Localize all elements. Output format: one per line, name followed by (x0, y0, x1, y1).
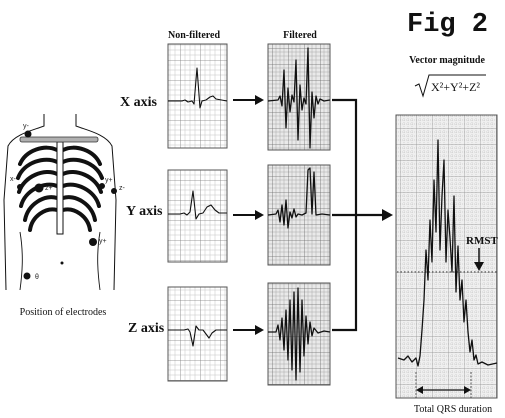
clavicle-bar (20, 137, 98, 142)
electrode-label-y-minus: y- (23, 123, 30, 130)
electrode-label-z-minus: z- (119, 185, 126, 192)
z-filtered-panel (268, 283, 330, 385)
x-filter-arrow (233, 95, 264, 105)
z-non-filtered-panel (168, 287, 227, 381)
figure-label: Fig 2 (407, 10, 488, 40)
non-filtered-heading: Non-filtered (168, 30, 220, 41)
electrode-x-minus (17, 184, 23, 190)
torso-diagram: y- x- z+ y+ z- y+ θ (4, 114, 126, 290)
filtered-heading: Filtered (283, 30, 317, 41)
electrode-label-z-plus: z+ (45, 185, 53, 192)
electrode-label-x-minus: x- (10, 176, 17, 183)
vector-magnitude-panel (396, 115, 497, 398)
y-filter-arrow (233, 210, 264, 220)
qrs-duration-label: Total QRS duration (414, 404, 492, 415)
electrode-label-y-plus-lower: y+ (99, 238, 107, 245)
waist-left (20, 232, 22, 290)
rmst-label: RMST (466, 235, 498, 247)
y-non-filtered-panel (168, 170, 227, 262)
y-axis-label: Y axis (126, 204, 163, 219)
electrode-label-theta: θ (35, 274, 39, 281)
electrode-reference (24, 273, 31, 280)
electrode-z-plus (35, 184, 44, 193)
sternum (57, 142, 63, 234)
x-filtered-panel (268, 44, 330, 150)
electrode-y-minus (25, 131, 32, 138)
electrode-mark-center (61, 262, 64, 265)
x-non-filtered-panel (168, 44, 227, 148)
z-filter-arrow (233, 325, 264, 335)
y-filtered-panel (268, 165, 330, 265)
rib-cage-right (63, 148, 102, 230)
electrode-label-y-plus-upper: y+ (105, 177, 113, 184)
electrode-z-minus (111, 188, 117, 194)
vector-magnitude-title: Vector magnitude (409, 55, 485, 66)
x-axis-label: X axis (120, 95, 158, 110)
combine-arrow (332, 209, 393, 221)
electrode-y-plus-lower (89, 238, 97, 246)
vector-magnitude-formula: X²+Y²+Z² (431, 80, 480, 94)
electrode-caption: Position of electrodes (20, 307, 107, 318)
z-axis-label: Z axis (128, 321, 165, 336)
